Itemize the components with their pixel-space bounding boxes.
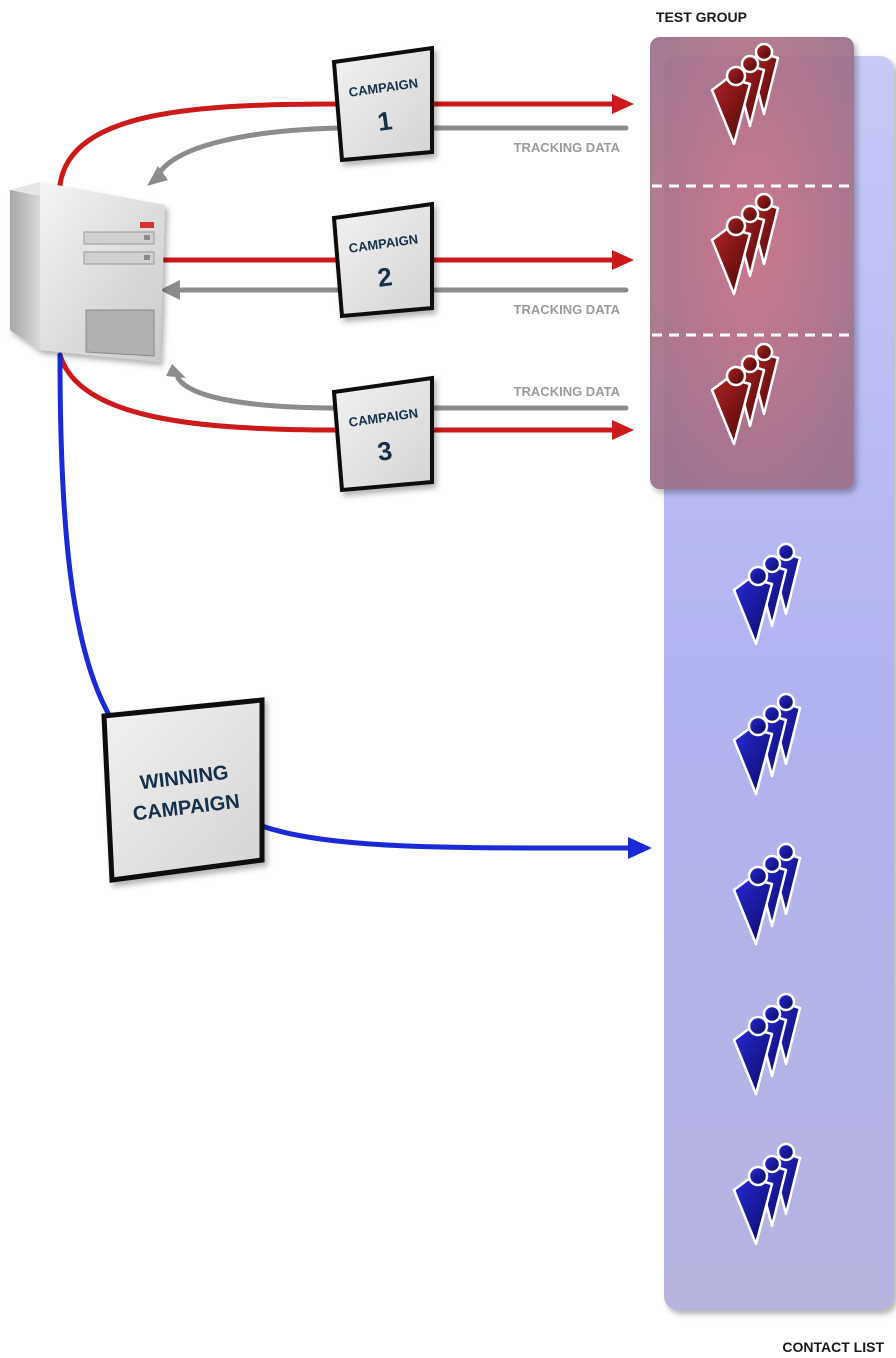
arrowhead — [628, 837, 652, 859]
campaign-2-number: 2 — [375, 261, 394, 293]
send-line-1 — [57, 101, 343, 188]
campaign-box-2 — [331, 201, 434, 319]
arrowhead — [166, 364, 186, 378]
arrowhead — [612, 94, 634, 114]
campaign-box-3 — [331, 375, 434, 493]
tracking-data-label-2: TRACKING DATA — [514, 302, 621, 317]
tracking-data-label-1: TRACKING DATA — [514, 140, 621, 155]
campaign-3-number: 3 — [375, 435, 394, 467]
winning-line-out — [259, 823, 631, 851]
tracking-line-1b — [157, 125, 343, 175]
campaign-1-number: 1 — [375, 105, 394, 137]
campaign-box-1 — [331, 45, 434, 163]
winning-campaign-box — [101, 697, 265, 883]
arrowhead — [612, 420, 634, 440]
server-icon — [10, 182, 165, 362]
send-line-3 — [57, 352, 343, 433]
test-group-label: TEST GROUP — [656, 9, 747, 25]
contact-list-label: CONTACT LIST — [782, 1339, 884, 1355]
winning-line-in — [57, 352, 115, 723]
tracking-line-3b — [175, 375, 343, 411]
arrowhead — [160, 280, 180, 300]
tracking-data-label-3: TRACKING DATA — [514, 384, 621, 399]
arrowhead — [612, 250, 634, 270]
arrowhead — [147, 166, 168, 186]
